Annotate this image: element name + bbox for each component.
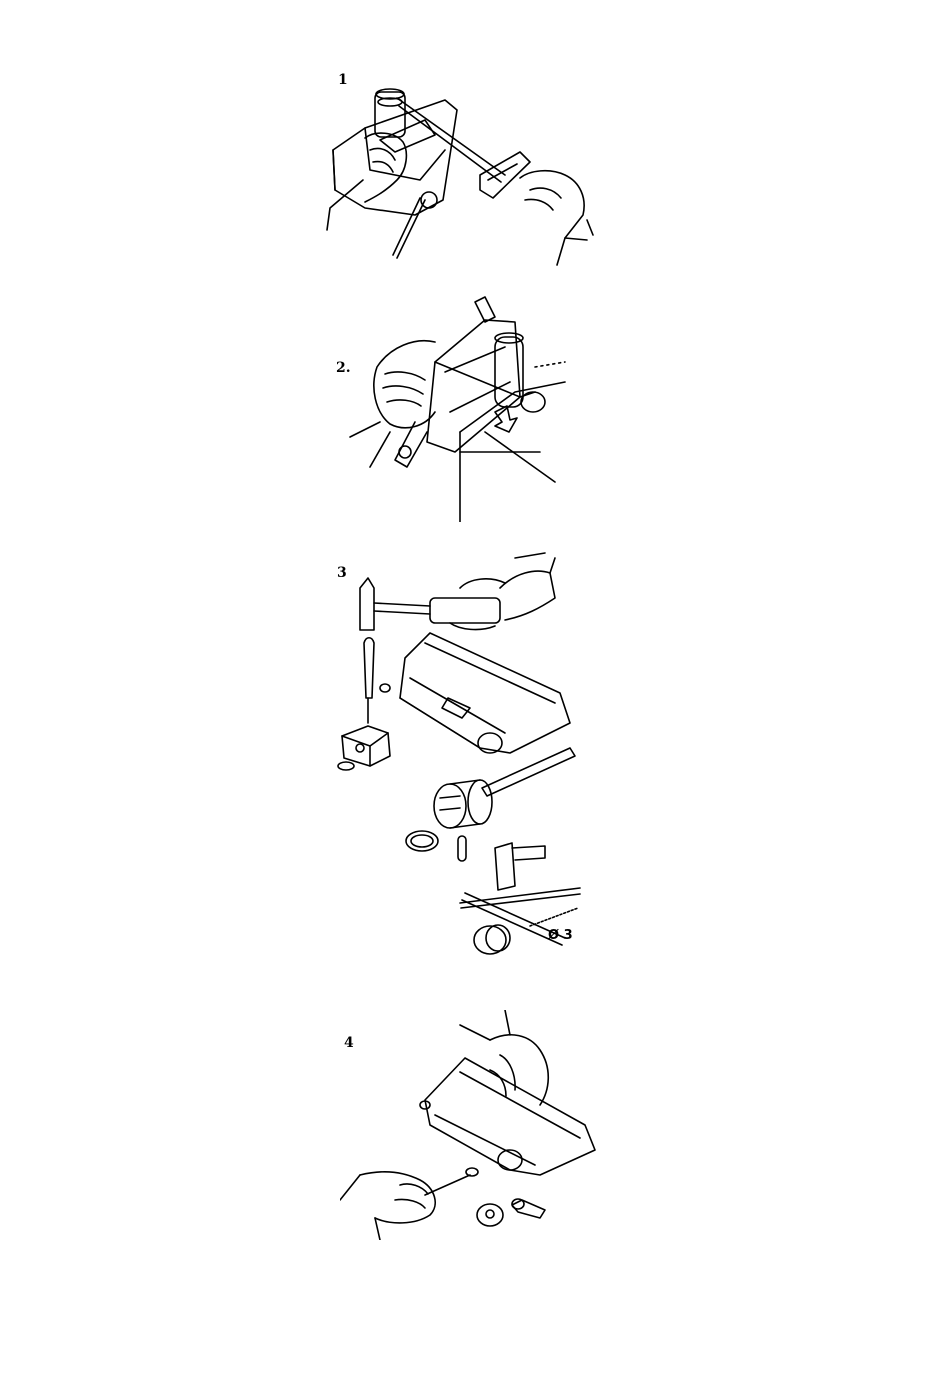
- figure-1-wrench-vise: [325, 80, 595, 270]
- figure-2-press-into-block: [335, 292, 575, 522]
- dimension-label: Ø 3: [548, 928, 573, 943]
- figure-4-reassembly: [340, 1010, 600, 1240]
- figure-3-disassembly-parts: [330, 548, 605, 966]
